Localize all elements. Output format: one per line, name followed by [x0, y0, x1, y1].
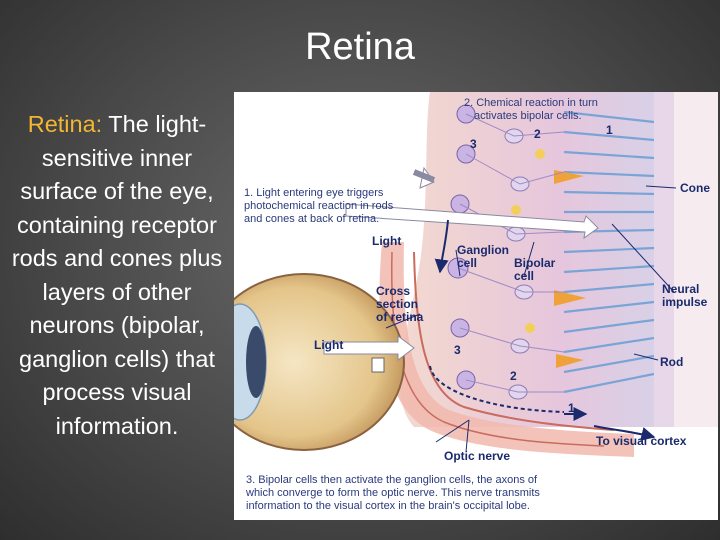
slide-title: Retina — [305, 26, 415, 68]
step-number-1-top: 1 — [606, 123, 613, 137]
cross-section-label-3: of retina — [376, 310, 424, 324]
definition-colon: : — [95, 111, 103, 137]
caption-left-line-1: 1. Light entering eye triggers — [244, 187, 384, 199]
caption-top-line-1: 2. Chemical reaction in turn — [464, 97, 598, 109]
photoreceptor-layer — [554, 92, 718, 427]
light-label-eye: Light — [314, 338, 343, 352]
neural-impulse-label-1: Neural — [662, 282, 699, 296]
leader-lines — [385, 185, 677, 453]
caption-left-line-3: and cones at back of retina. — [244, 213, 379, 225]
definition-body: The light-sensitive inner surface of the… — [11, 111, 223, 439]
cone-label: Cone — [680, 181, 710, 195]
ganglion-label-2: cell — [457, 256, 477, 270]
nerve-fiber-band — [379, 242, 634, 457]
step-number-2-bottom: 2 — [510, 369, 517, 383]
bipolar-label-2: cell — [514, 269, 534, 283]
light-arrows — [323, 166, 599, 361]
cross-section-label-1: Cross — [376, 284, 410, 298]
caption-left-line-2: photochemical reaction in rods — [244, 200, 394, 212]
cross-section-label-2: section — [376, 297, 418, 311]
caption-top-line-2: activates bipolar cells. — [474, 110, 582, 122]
retina-illustration: 2. Chemical reaction in turn activates b… — [234, 92, 718, 512]
bipolar-label-1: Bipolar — [514, 256, 556, 270]
optic-nerve-label: Optic nerve — [444, 449, 510, 463]
light-label-upper: Light — [372, 234, 401, 248]
rod-label: Rod — [660, 355, 683, 369]
visual-cortex-label: To visual cortex — [596, 434, 687, 448]
caption-bottom-line-3: information to the visual cortex in the … — [246, 500, 530, 512]
ganglion-label-1: Ganglion — [457, 243, 509, 257]
step-number-1-bottom: 1 — [568, 401, 575, 415]
retina-definition: Retina: The light-sensitive inner surfac… — [4, 108, 230, 443]
retinal-neurons — [447, 104, 565, 400]
eyeball — [234, 273, 405, 451]
signal-arrows — [429, 219, 656, 441]
retina-diagram: 2. Chemical reaction in turn activates b… — [234, 92, 718, 520]
neural-impulse-label-2: impulse — [662, 295, 708, 309]
step-number-3-mid: 3 — [454, 343, 461, 357]
caption-bottom-line-2: which converge to form the optic nerve. … — [245, 487, 540, 499]
definition-term: Retina — [27, 111, 96, 137]
step-number-2-top: 2 — [534, 127, 541, 141]
step-number-3-top: 3 — [470, 137, 477, 151]
caption-bottom-line-1: 3. Bipolar cells then activate the gangl… — [246, 474, 538, 486]
